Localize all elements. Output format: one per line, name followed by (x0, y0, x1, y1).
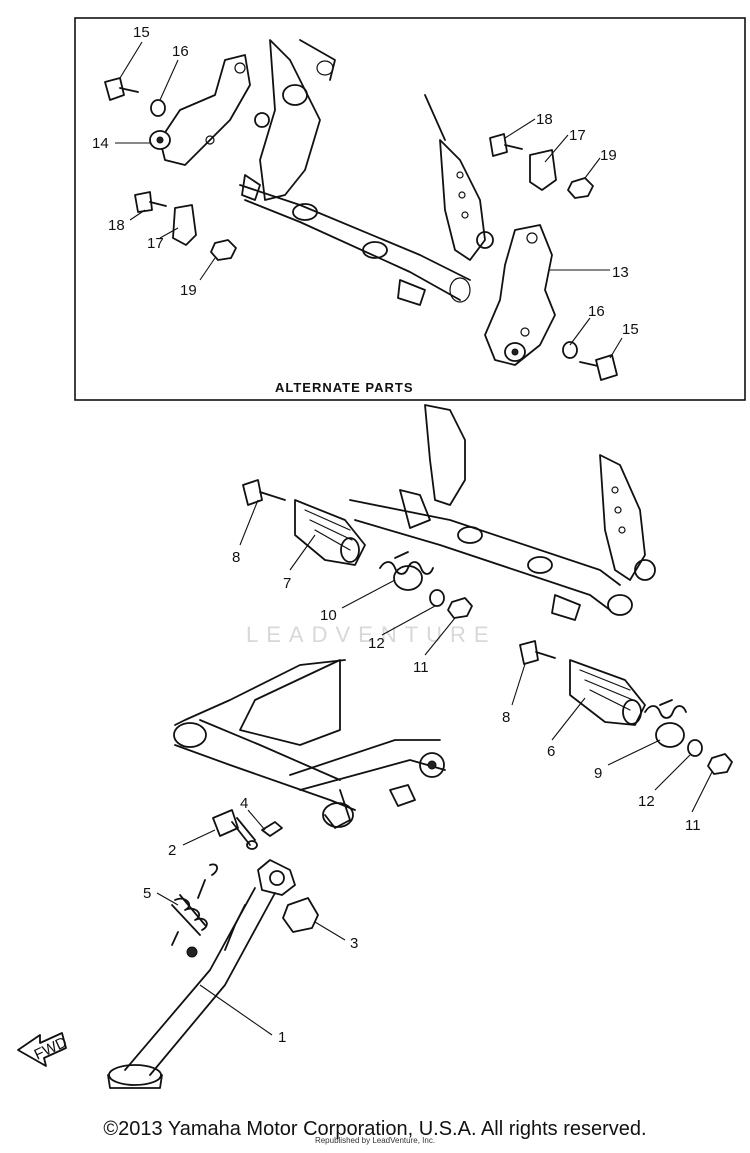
washer-16a (150, 99, 166, 117)
callout-12: 12 (368, 635, 385, 652)
nut-11a (447, 597, 473, 619)
alternate-parts-label: ALTERNATE PARTS (275, 380, 414, 395)
callout-1: 1 (278, 1029, 286, 1046)
callout-18: 18 (536, 111, 553, 128)
alternate-frame-assembly (239, 39, 494, 306)
bolt-15a (104, 77, 139, 101)
callout-16: 16 (588, 303, 605, 320)
nut-11b (707, 753, 733, 775)
spring-10 (379, 551, 434, 591)
callout-12: 12 (638, 793, 655, 810)
cotter-pin-4 (261, 821, 283, 837)
washer-12a (429, 589, 445, 607)
callout-18: 18 (108, 217, 125, 234)
callout-19: 19 (600, 147, 617, 164)
bolt-8b (519, 640, 556, 665)
callout-6: 6 (547, 743, 555, 760)
footrest-7 (294, 499, 366, 566)
callout-10: 10 (320, 607, 337, 624)
pivot-bolt-2 (212, 809, 258, 850)
main-frame (173, 659, 446, 829)
alternate-parts-box (74, 17, 746, 401)
clamp-17b (529, 149, 557, 191)
callout-17: 17 (569, 127, 586, 144)
stand-spring-5 (171, 863, 218, 946)
footrest-bracket-13 (484, 224, 556, 366)
clamp-17a (172, 204, 197, 246)
callout-15: 15 (622, 321, 639, 338)
spring-9 (644, 699, 687, 748)
bolt-15b (579, 354, 618, 381)
bolt-18b (489, 133, 523, 157)
callout-4: 4 (240, 795, 248, 812)
bolt-8a (242, 479, 286, 506)
callout-9: 9 (594, 765, 602, 782)
nut-19a (210, 239, 237, 261)
callout-11: 11 (413, 659, 429, 676)
callout-8: 8 (232, 549, 240, 566)
collar-3 (282, 897, 319, 933)
side-stand-1 (107, 859, 296, 1089)
footrest-6 (569, 659, 646, 726)
republished-notice: Republished by LeadVenture, Inc. (314, 1136, 436, 1145)
washer-16b (562, 341, 578, 359)
callout-8: 8 (502, 709, 510, 726)
callout-15: 15 (133, 24, 150, 41)
callout-numbers: 15 16 14 18 17 19 18 17 19 13 16 15 8 7 … (92, 24, 701, 1046)
washer-12b (687, 739, 703, 757)
copyright-notice: ©2013 Yamaha Motor Corporation, U.S.A. A… (103, 1118, 647, 1140)
frame-assembly (349, 404, 656, 621)
bolt-18a (134, 191, 167, 213)
callout-2: 2 (168, 842, 176, 859)
forward-arrow: FWD (17, 1032, 70, 1067)
callout-7: 7 (283, 575, 291, 592)
callout-16: 16 (172, 43, 189, 60)
callout-17: 17 (147, 235, 164, 252)
callout-3: 3 (350, 935, 358, 952)
callout-13: 13 (612, 264, 629, 281)
leader-lines (115, 41, 713, 1036)
nut-19b (567, 177, 594, 199)
callout-14: 14 (92, 135, 109, 152)
callout-11: 11 (685, 817, 701, 834)
footrest-bracket-14 (159, 54, 251, 166)
callout-19: 19 (180, 282, 197, 299)
callout-5: 5 (143, 885, 151, 902)
